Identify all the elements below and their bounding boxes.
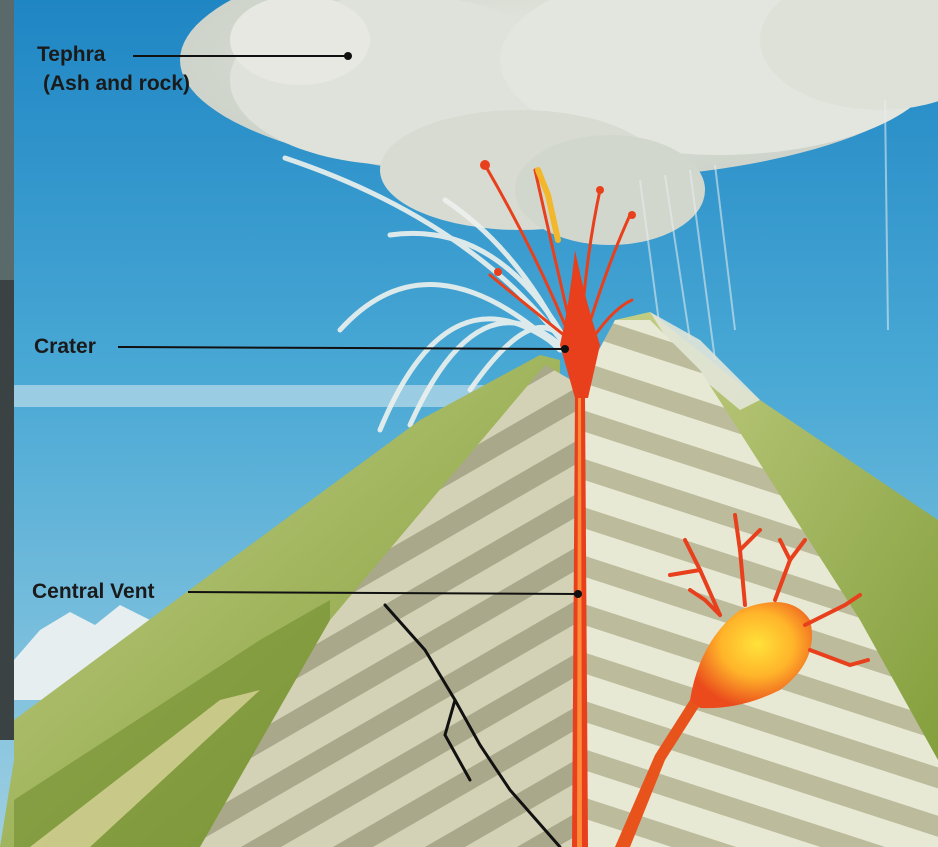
tephra-label-title: Tephra [37, 43, 105, 66]
central-vent-pointer-dot [574, 590, 582, 598]
crater-pointer-dot [561, 345, 569, 353]
photo-edge-shadow [0, 280, 14, 740]
tephra-pointer-dot [344, 52, 352, 60]
tephra-label: Tephra (Ash and rock) [37, 40, 190, 98]
central-vent-label: Central Vent [32, 577, 155, 606]
tephra-label-subtitle: (Ash and rock) [37, 69, 190, 98]
crater-label: Crater [34, 332, 96, 361]
